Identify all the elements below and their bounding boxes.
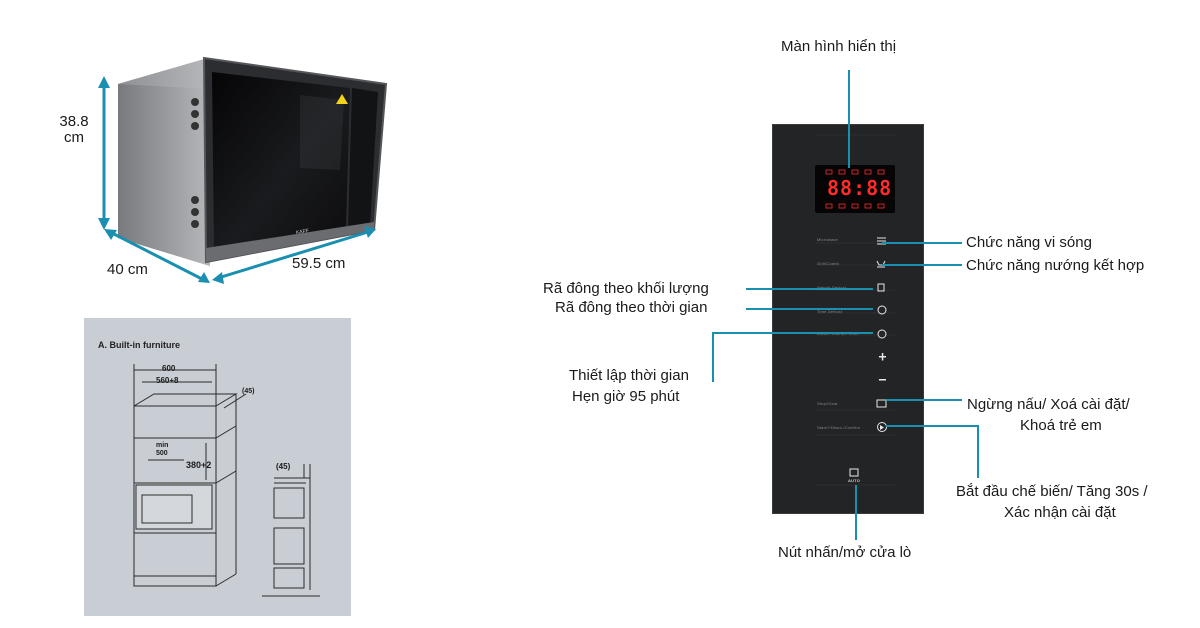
dim-45-top-label: (45) <box>242 388 255 395</box>
callout-clock-line2: Hẹn giờ 95 phút <box>572 388 680 405</box>
display-screen: 88:88 <box>815 165 895 213</box>
panel-label-grill-combi: Grill/Combi <box>817 261 839 266</box>
panel-label-microwave: Microwave <box>817 237 838 242</box>
panel-label-stop-clear: Stop/Clear <box>817 401 838 406</box>
control-panel: 88:88 <box>772 124 924 514</box>
panel-label-time-defrost: Time Defrost <box>817 309 843 314</box>
panel-label-weight-defrost: Weight Defrost <box>817 285 847 290</box>
callout-time-defrost: Rã đông theo thời gian <box>555 299 708 316</box>
callout-door: Nút nhấn/mở cửa lò <box>778 544 912 561</box>
callout-start-line1: Bắt đầu chế biến/ Tăng 30s / <box>956 483 1148 500</box>
callout-weight-defrost: Rã đông theo khối lượng <box>543 280 709 297</box>
callout-display: Màn hình hiển thị <box>781 38 897 55</box>
display-digits: 88:88 <box>827 176 893 200</box>
dim-min500-label: min 500 <box>156 442 169 457</box>
dim-560-label: 560+8 <box>156 376 179 385</box>
callout-clock-line1: Thiết lập thời gian <box>569 367 689 384</box>
width-dimension-label: 59.5 cm <box>292 255 346 272</box>
height-dimension-label: 38.8 cm <box>59 113 89 146</box>
callout-start-line2: Xác nhận cài đặt <box>1004 504 1116 521</box>
installation-drawing: A. Built-in furniture <box>84 318 351 616</box>
callout-stop-line2: Khoá trẻ em <box>1020 417 1102 434</box>
callout-stop-line1: Ngừng nấu/ Xoá cài đặt/ <box>967 396 1130 413</box>
display-icons <box>815 134 895 486</box>
panel-label-auto: AUTO <box>848 478 861 483</box>
dim-600-label: 600 <box>162 364 176 373</box>
cabinet-drawing <box>133 364 320 597</box>
installation-title: A. Built-in furniture <box>98 340 180 350</box>
depth-dimension-label: 40 cm <box>107 261 148 278</box>
callout-microwave: Chức năng vi sóng <box>966 234 1092 251</box>
dim-380-label: 380+2 <box>186 460 212 470</box>
dim-45-side-label: (45) <box>276 462 291 471</box>
callout-grill-combi: Chức năng nướng kết hợp <box>966 257 1145 274</box>
panel-label-start-confirm: Start/+30sec./Confirm <box>817 425 860 430</box>
